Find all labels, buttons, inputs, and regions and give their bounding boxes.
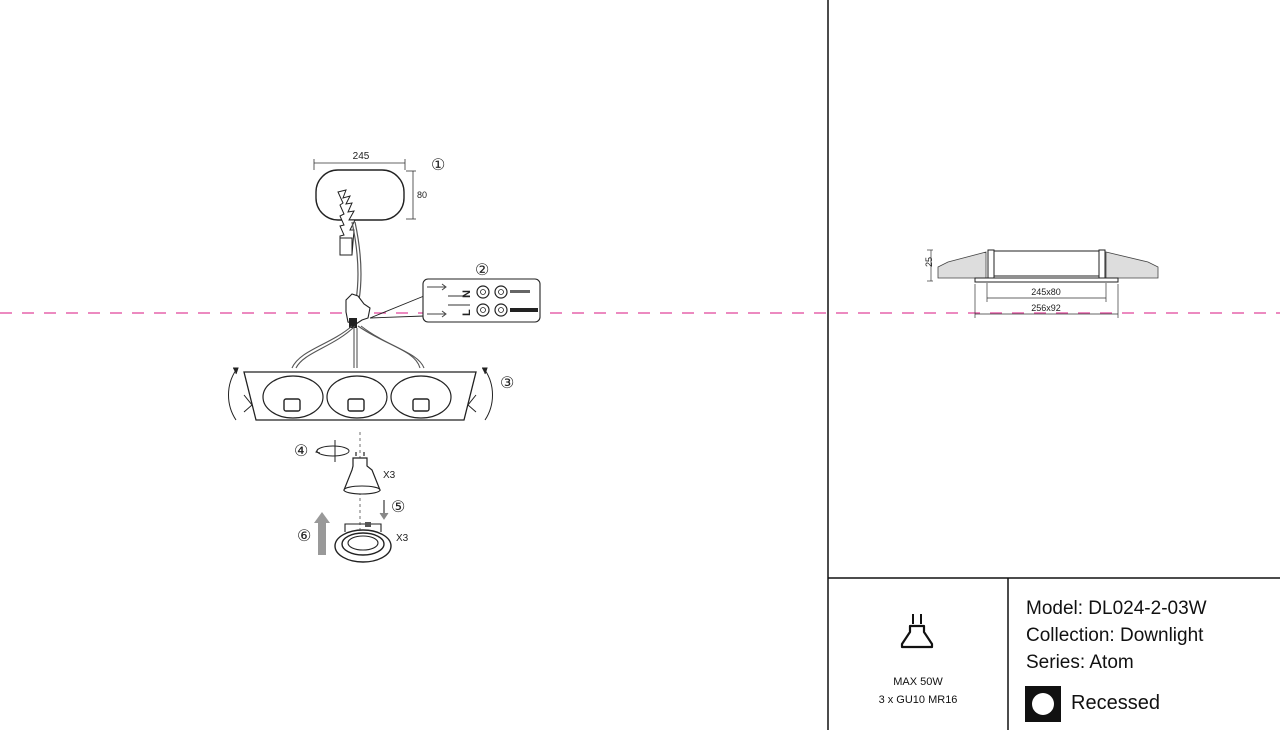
dim-depth-label: 25 xyxy=(924,257,934,267)
collection-label: Collection: Downlight xyxy=(1026,625,1204,646)
bulb-icon xyxy=(900,614,934,649)
terminal-detail xyxy=(422,278,541,323)
dim-overall-label: 256x92 xyxy=(1031,303,1061,313)
step-4-marker: ④ xyxy=(294,443,308,460)
fixture-frame xyxy=(228,367,493,421)
section-view xyxy=(927,249,1159,318)
lamp-quantity: X3 xyxy=(383,470,396,481)
ring-quantity: X3 xyxy=(396,533,409,544)
step-1-marker: ① xyxy=(431,157,445,174)
step-3-marker: ③ xyxy=(500,375,514,392)
step-2-marker: ② xyxy=(475,262,489,279)
dim-height-label: 80 xyxy=(417,190,427,200)
max-power-label: MAX 50W xyxy=(893,676,943,688)
supply-cable xyxy=(351,221,362,301)
dim-cutout-label: 245x80 xyxy=(1031,287,1061,297)
model-label: Model: DL024-2-03W xyxy=(1026,598,1207,619)
mount-type-label: Recessed xyxy=(1071,692,1160,714)
series-label: Series: Atom xyxy=(1026,652,1134,673)
dim-width-label: 245 xyxy=(353,151,370,162)
step-5-marker: ⑤ xyxy=(391,499,405,516)
step-6-marker: ⑥ xyxy=(297,528,311,545)
internal-wires xyxy=(291,325,425,369)
cutout-template xyxy=(313,159,416,256)
recessed-icon xyxy=(1025,686,1061,722)
bulb-install xyxy=(315,432,381,560)
connector-block xyxy=(345,293,425,328)
terminal-n-label: N xyxy=(461,290,473,298)
trim-ring-install xyxy=(314,500,392,563)
terminal-l-label: L xyxy=(461,309,473,316)
lamp-type-label: 3 x GU10 MR16 xyxy=(878,694,958,706)
